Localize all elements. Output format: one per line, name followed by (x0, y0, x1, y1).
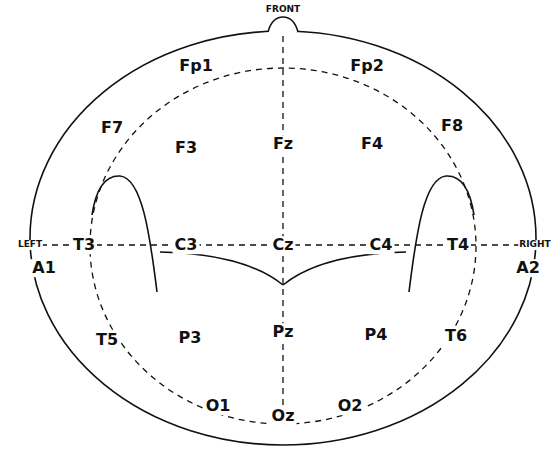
electrode-label: Fz (271, 135, 295, 153)
head-outline (30, 31, 536, 445)
nose-outline (268, 17, 298, 32)
left-ear (92, 176, 157, 292)
electrode-label: Pz (270, 323, 295, 341)
electrode-label: T6 (443, 327, 469, 345)
electrode-label: A2 (514, 259, 542, 277)
electrode-label: T3 (71, 236, 97, 254)
electrode-label: O1 (204, 397, 233, 415)
electrode-label: Fp2 (348, 57, 386, 75)
vertical-midline (282, 36, 283, 424)
electrode-label: Oz (270, 407, 297, 425)
electrode-label: F3 (173, 139, 199, 157)
electrode-label: Fp1 (177, 57, 215, 75)
left-sulcus-line (160, 252, 283, 285)
electrode-label: O2 (336, 397, 365, 415)
electrode-label: F7 (99, 119, 125, 137)
direction-label: RIGHT (518, 240, 551, 250)
electrode-label: T4 (445, 236, 471, 254)
electrode-label: A1 (30, 259, 58, 277)
right-ear (409, 176, 474, 292)
electrode-label: C3 (173, 236, 200, 254)
right-sulcus-line (283, 252, 406, 285)
electrode-label: T5 (94, 331, 120, 349)
direction-label: LEFT (17, 240, 43, 250)
direction-label: FRONT (265, 5, 301, 15)
electrode-label: C4 (368, 236, 395, 254)
electrode-label: F4 (359, 135, 385, 153)
electrode-label: F8 (439, 117, 465, 135)
electrode-label: P4 (363, 326, 390, 344)
electrode-label: P3 (177, 329, 204, 347)
electrode-label: Cz (270, 236, 295, 254)
